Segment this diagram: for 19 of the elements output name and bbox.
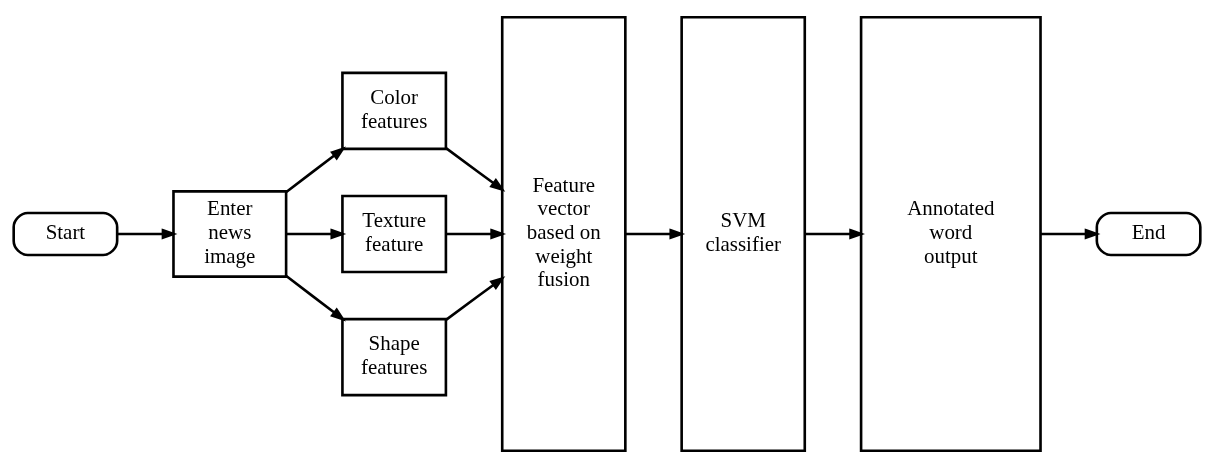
arrow <box>625 228 686 239</box>
node-box: Enter news image <box>172 189 288 278</box>
node-box: Annotated word output <box>859 15 1042 452</box>
node-box: Texture feature <box>341 194 448 273</box>
arrow <box>117 228 178 239</box>
arrow <box>1040 228 1101 239</box>
node-box: End <box>1095 211 1202 256</box>
arrow <box>285 146 346 193</box>
node-box: SVM classifier <box>680 15 807 452</box>
arrow <box>286 228 347 239</box>
node-box: Feature vector based on weight fusion <box>500 15 627 452</box>
node-box: Start <box>12 211 119 256</box>
arrow <box>804 228 865 239</box>
arrow <box>445 275 506 321</box>
node-box: Color features <box>341 71 448 150</box>
arrow <box>285 274 346 321</box>
arrow <box>446 228 507 239</box>
node-box: Shape features <box>341 317 448 396</box>
arrow <box>445 146 506 192</box>
